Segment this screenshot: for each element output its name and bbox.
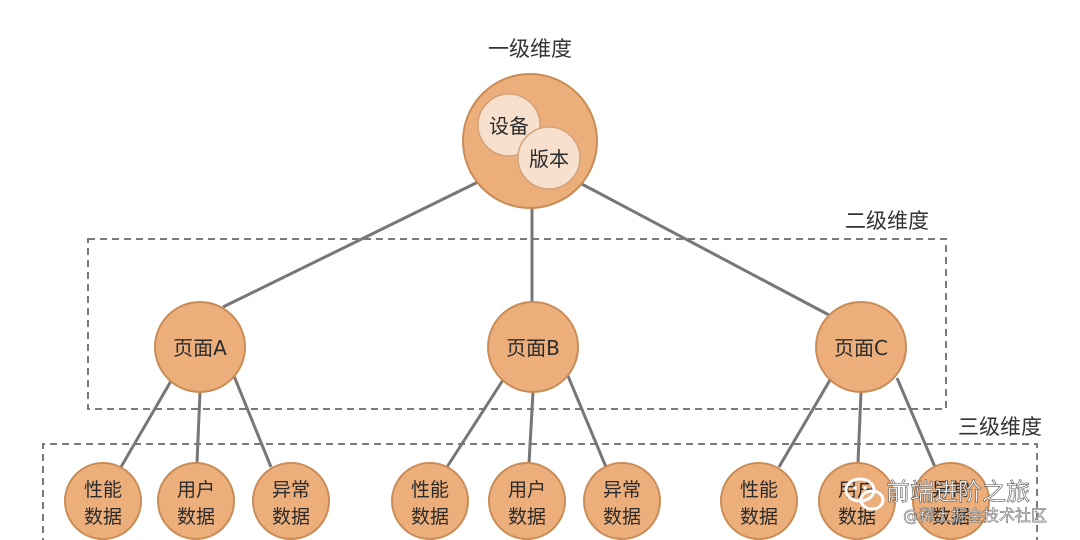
leaf-label-line2: 数据 <box>177 506 215 528</box>
page-node-label: 页面B <box>506 336 560 360</box>
leaf-label-line2: 数据 <box>272 506 310 528</box>
edge-line <box>527 391 535 464</box>
level2-region <box>87 238 947 410</box>
level1-label: 一级维度 <box>488 37 572 61</box>
leaf-label-line2: 数据 <box>838 506 876 528</box>
edges <box>119 180 937 468</box>
leaf-label-line1: 异常 <box>932 479 970 501</box>
leaf-label-line1: 用户 <box>508 479 546 501</box>
edge-line <box>445 379 505 468</box>
watermark-subtitle: @稀土掘金技术社区 <box>903 506 1047 525</box>
watermark-title: 前端进阶之旅 <box>886 478 1030 506</box>
leaf-node: 性能 数据 <box>720 462 798 540</box>
leaf-node: 用户 数据 <box>488 462 566 540</box>
wechat-icon <box>844 477 885 511</box>
root-node: 设备 版本 <box>462 73 598 209</box>
page-node-label: 页面C <box>834 336 888 360</box>
root-inner-circle-2 <box>517 126 581 190</box>
leaf-label-line1: 用户 <box>177 479 215 501</box>
edge-line <box>856 391 863 464</box>
leaf-label-line2: 数据 <box>84 506 122 528</box>
edge-line <box>222 180 479 309</box>
edge-line <box>777 379 832 468</box>
leaf-node: 异常 数据 <box>912 462 990 540</box>
leaf-label-line2: 数据 <box>411 506 449 528</box>
level3-label: 三级维度 <box>958 415 1042 439</box>
edge-line <box>895 377 937 468</box>
leaf-label-line1: 性能 <box>411 479 449 501</box>
leaf-label-line2: 数据 <box>932 506 970 528</box>
leaf-node: 性能 数据 <box>64 462 142 540</box>
level3-region <box>42 443 1038 540</box>
leaf-label-line2: 数据 <box>508 506 546 528</box>
edge-line <box>577 180 830 317</box>
watermark: 前端进阶之旅 @稀土掘金技术社区 <box>844 477 1047 525</box>
page-node: 页面C <box>815 301 907 393</box>
leaf-label-line1: 异常 <box>603 479 641 501</box>
leaf-node: 异常 数据 <box>252 462 330 540</box>
leaf-label-line1: 异常 <box>272 479 310 501</box>
edge-line <box>195 391 202 464</box>
leaf-label-line2: 数据 <box>740 506 778 528</box>
edge-line <box>566 375 608 468</box>
leaf-node: 性能 数据 <box>391 462 469 540</box>
page-node-label: 页面A <box>173 336 227 360</box>
leaf-label-line1: 性能 <box>84 479 122 501</box>
page-node: 页面B <box>487 301 579 393</box>
page-node: 页面A <box>154 301 246 393</box>
edge-line <box>232 375 273 468</box>
leaf-node: 异常 数据 <box>583 462 661 540</box>
root-inner-label-1: 设备 <box>489 114 529 138</box>
edge-line <box>119 380 173 468</box>
root-inner-label-2: 版本 <box>529 147 569 171</box>
leaf-label-line2: 数据 <box>603 506 641 528</box>
leaf-node: 用户 数据 <box>157 462 235 540</box>
leaf-label-line1: 性能 <box>740 479 778 501</box>
level2-label: 二级维度 <box>845 209 929 233</box>
